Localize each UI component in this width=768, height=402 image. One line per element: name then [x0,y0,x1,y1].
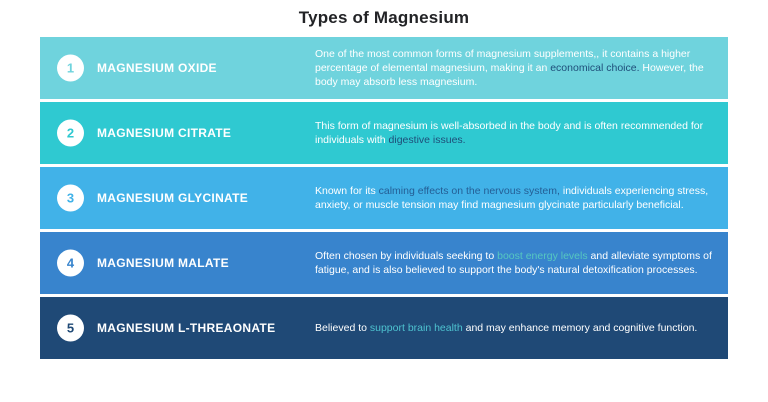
magnesium-type-name: MAGNESIUM OXIDE [97,61,217,75]
row-number: 2 [66,125,75,141]
page-title: Types of Magnesium [298,8,470,27]
row-number-badge: 1 [57,54,84,82]
description-highlight: calming effects on the nervous system, [378,185,560,197]
description-text: individuals experiencing stress, anxiety… [315,185,709,211]
row-number: 1 [66,60,75,76]
magnesium-description: Believed to support brain health and may… [315,321,719,335]
magnesium-description: This form of magnesium is well-absorbed … [315,119,719,147]
row-number-badge: 4 [57,249,84,277]
description-text: However, the body may absorb less magnes… [315,62,704,88]
magnesium-row: 2 MAGNESIUM CITRATE This form of magnesium… [40,102,728,164]
description-text: Often chosen by individuals seeking to [315,250,498,262]
description-text: This form of magnesium is well-absorbed … [315,120,704,146]
row-number-badge: 5 [57,314,84,342]
description-text: and alleviate symptoms of fatigue, and i… [315,250,712,276]
description-highlight: digestive issues. [388,134,466,146]
magnesium-type-name: MAGNESIUM CITRATE [97,126,232,140]
description-text: One of the most common forms of magnesiu… [315,48,691,74]
magnesium-row: 3 MAGNESIUM GLYCINATE Known for its calmin… [40,167,728,229]
magnesium-table: 1 MAGNESIUM OXIDE One of the most common f… [40,37,728,359]
magnesium-row: 5 MAGNESIUM L-THREAONATE Believed to suppo… [40,297,728,359]
magnesium-row: 4 MAGNESIUM MALATE Often chosen by individ… [40,232,728,294]
description-text: Believed to [315,322,370,334]
magnesium-description: Known for its calming effects on the ner… [315,184,719,212]
magnesium-type-name: MAGNESIUM MALATE [97,256,229,270]
magnesium-description: Often chosen by individuals seeking to b… [315,249,719,277]
description-highlight: support brain health [369,322,463,334]
row-number-badge: 2 [57,119,84,147]
magnesium-row: 1 MAGNESIUM OXIDE One of the most common f… [40,37,728,99]
description-highlight: boost energy levels [497,250,588,262]
magnesium-type-name: MAGNESIUM L-THREAONATE [97,321,276,335]
magnesium-type-name: MAGNESIUM GLYCINATE [97,191,249,205]
description-text: and may enhance memory and cognitive fun… [462,322,698,334]
description-highlight: economical choice. [550,62,640,74]
row-number: 3 [66,190,75,206]
magnesium-description: One of the most common forms of magnesiu… [315,47,719,89]
row-number: 4 [66,255,75,271]
row-number: 5 [66,320,75,336]
description-text: Known for its [315,185,379,197]
row-number-badge: 3 [57,184,84,212]
